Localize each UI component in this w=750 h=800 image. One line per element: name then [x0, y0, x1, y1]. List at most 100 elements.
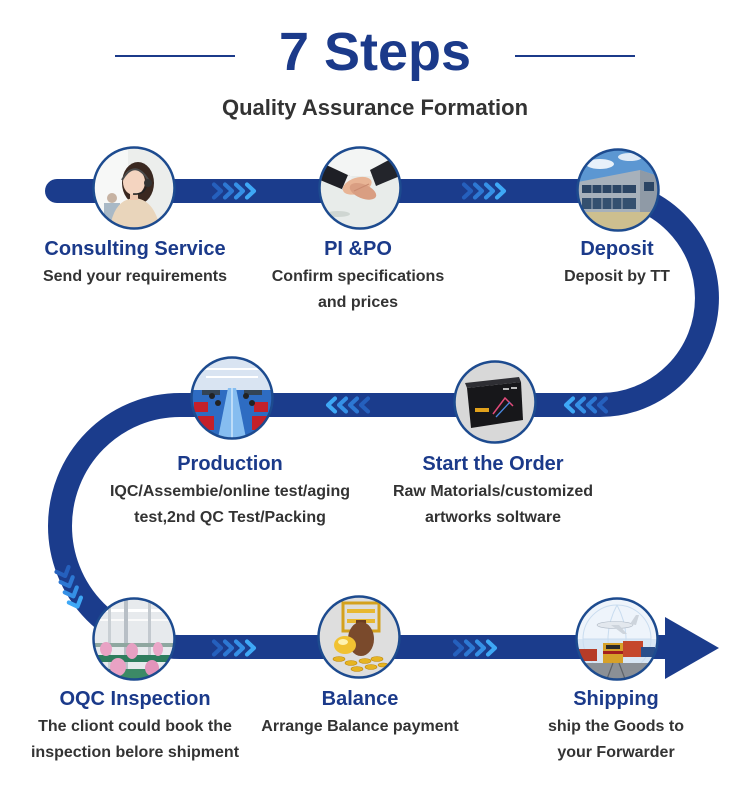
- coin: [344, 660, 358, 666]
- step-title: Deposit: [580, 238, 654, 260]
- chevron-down-icon: [54, 564, 71, 579]
- coin: [350, 666, 364, 672]
- product-box-photo: [453, 360, 537, 444]
- chevron-group: [461, 182, 507, 200]
- worker: [126, 643, 138, 659]
- step-title: OQC Inspection: [59, 688, 211, 710]
- chevron-group: [211, 639, 257, 657]
- chevron-right-icon: [472, 182, 485, 200]
- chevron-down-icon: [58, 575, 75, 589]
- photo-border: [92, 597, 176, 681]
- chevron-left-icon: [336, 396, 349, 414]
- production-line-photo: [190, 356, 274, 440]
- ceiling-light: [94, 609, 174, 612]
- photo-border: [318, 146, 402, 230]
- step-title: Start the Order: [422, 453, 564, 475]
- step-description: Send your requirements: [42, 268, 228, 285]
- ceiling-light: [206, 376, 258, 378]
- step-balance: Balance Arrange Balance payment: [210, 686, 510, 740]
- abacus-beads: [347, 609, 375, 613]
- photo-content: [94, 148, 174, 228]
- left-sleeve: [320, 162, 350, 190]
- direction-chevrons: [54, 182, 609, 657]
- step-deposit: Deposit Deposit by TT: [467, 236, 750, 290]
- chevron-group: [211, 182, 257, 200]
- box-label: [503, 388, 509, 390]
- cloud: [618, 153, 642, 161]
- photo-border: [317, 595, 401, 679]
- gold-highlight: [338, 639, 348, 645]
- worker: [100, 642, 112, 656]
- ground: [577, 663, 657, 679]
- box-label: [511, 387, 517, 389]
- step-title: Production: [177, 453, 283, 475]
- customer-service-photo: [92, 146, 176, 230]
- box-top: [465, 377, 521, 388]
- worker: [209, 393, 215, 399]
- title-divider-right: [515, 55, 635, 57]
- step-description: Arrange Balance payment: [261, 718, 459, 735]
- box-graphic: [495, 401, 511, 418]
- right-hand: [349, 183, 377, 200]
- step-photos: [92, 146, 660, 681]
- ceiling-light: [202, 368, 262, 370]
- chevron-right-icon: [474, 639, 487, 657]
- step-description: and prices: [317, 294, 399, 311]
- chevron-group: [452, 639, 498, 657]
- headset-mic: [132, 186, 147, 195]
- chevron-right-icon: [211, 639, 224, 657]
- worker: [215, 400, 221, 406]
- window-mullions: [591, 185, 623, 209]
- chevron-right-icon: [485, 639, 498, 657]
- chevron-left-icon: [347, 396, 360, 414]
- worker: [110, 658, 126, 676]
- step-description: The cliont could book the: [38, 718, 232, 735]
- rail-tracks: [606, 662, 626, 679]
- step-shipping: Shipping ship the Goods to your Forwarde…: [466, 686, 750, 766]
- step-title: PI &PO: [324, 238, 392, 260]
- airplane-tail: [630, 615, 639, 625]
- chevron-right-icon: [233, 182, 246, 200]
- face: [123, 169, 145, 195]
- photo-content: [319, 597, 399, 677]
- step-title: Shipping: [573, 688, 659, 710]
- step-start-the-order: Start the Order Raw Matorials/customized…: [343, 451, 643, 531]
- step-pi-po: PI &PO Confirm specifications and prices: [208, 236, 508, 316]
- chevron-left-icon: [563, 396, 576, 414]
- shipping-container: [623, 641, 643, 657]
- photo-content: [455, 362, 535, 442]
- red-bin: [254, 402, 268, 412]
- step-description: IQC/Assembie/online test/aging: [109, 483, 351, 500]
- workbench: [94, 669, 174, 679]
- step-description: Deposit by TT: [564, 268, 670, 285]
- chevron-right-icon: [233, 639, 246, 657]
- page-title: 7 Steps: [278, 22, 472, 82]
- coin: [370, 656, 384, 662]
- worker: [153, 642, 163, 656]
- chevron-group: [54, 564, 83, 609]
- chevron-group: [325, 396, 371, 414]
- locomotive-stripe: [603, 651, 623, 654]
- workstation: [202, 390, 220, 395]
- chevron-right-icon: [452, 639, 465, 657]
- chevron-right-icon: [222, 639, 235, 657]
- chevron-right-icon: [244, 639, 257, 657]
- inspection-workshop-photo: [92, 597, 176, 681]
- step-description: Confirm specifications: [271, 268, 445, 285]
- step-description: test,2nd QC Test/Packing: [134, 509, 326, 526]
- coin: [358, 658, 372, 664]
- airplane-wing: [611, 625, 627, 634]
- chevron-down-icon: [62, 585, 79, 599]
- factory-building-photo: [576, 148, 660, 232]
- ground: [578, 212, 658, 230]
- chevron-right-icon: [494, 182, 507, 200]
- photo-border: [575, 597, 659, 681]
- chevron-right-icon: [461, 182, 474, 200]
- chevron-left-icon: [574, 396, 587, 414]
- ceiling: [192, 358, 272, 392]
- chevron-down-icon: [66, 595, 83, 609]
- window-row: [582, 185, 636, 193]
- box-graphic: [492, 396, 514, 415]
- blouse: [110, 198, 160, 228]
- coin: [364, 664, 378, 670]
